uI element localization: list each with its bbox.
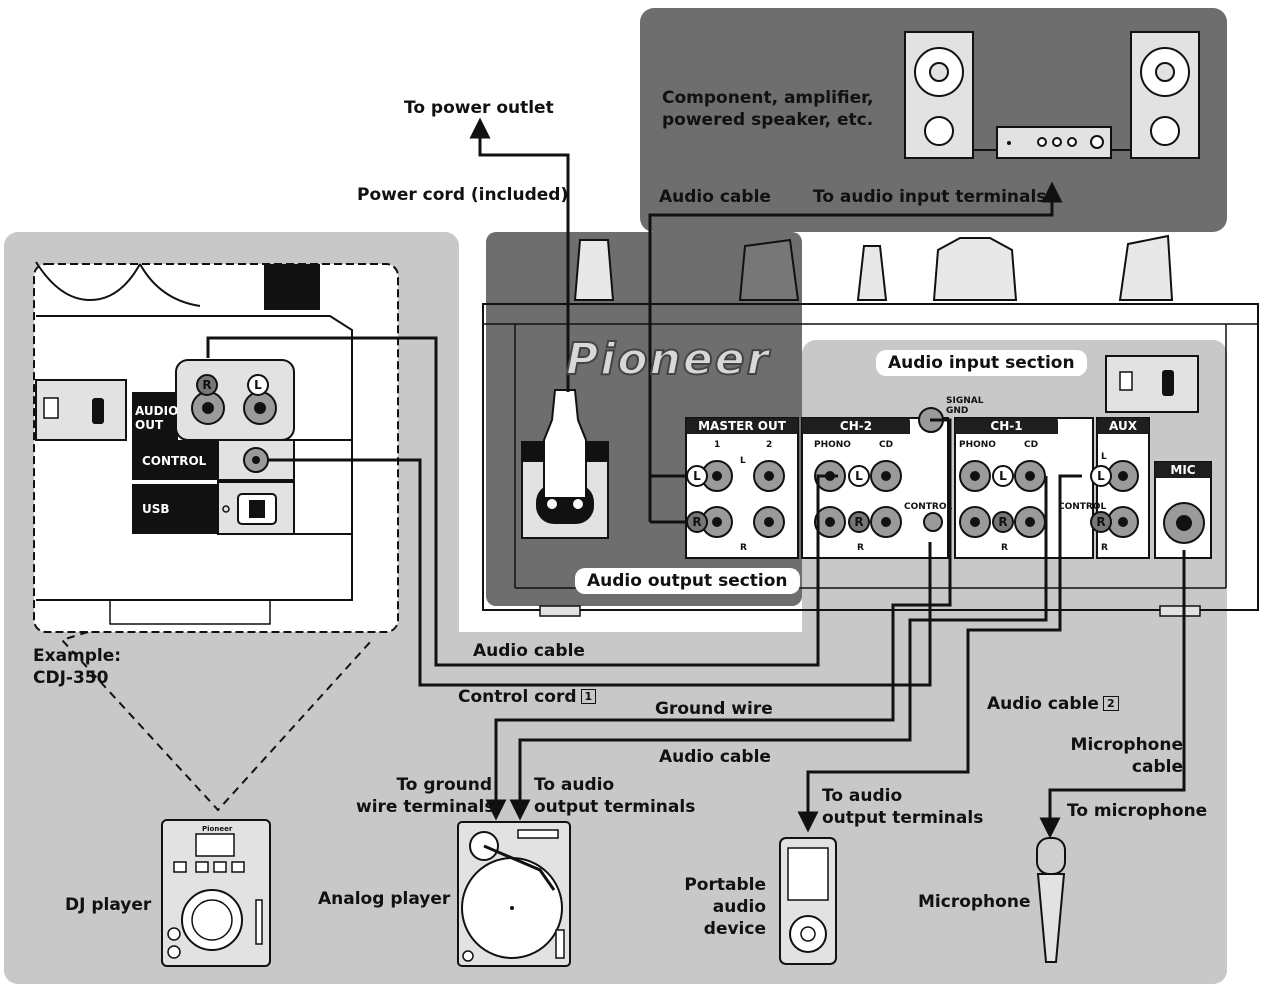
portable-player-icon xyxy=(779,837,837,965)
cdj-audio-out-label: AUDIO OUT xyxy=(135,404,179,432)
mic-header: MIC xyxy=(1155,462,1211,478)
plug-ch1-r: R xyxy=(992,511,1014,533)
audio-cable-2-number: 2 xyxy=(1102,696,1119,711)
ch1-header: CH-1 xyxy=(955,418,1058,434)
cdj-control-label: CONTROL xyxy=(142,454,207,468)
label-example: Example: CDJ-350 xyxy=(33,646,122,688)
label-to-audio-output-1: To audio output terminals xyxy=(534,775,696,817)
cdj-usb-label: USB xyxy=(142,502,170,516)
aux-header: AUX xyxy=(1097,418,1149,434)
dj-player-brand: Pioneer xyxy=(202,825,233,833)
label-power-outlet: To power outlet xyxy=(404,98,554,118)
label-audio-cable-top: Audio cable xyxy=(659,187,771,207)
aux-l-label: L xyxy=(1101,452,1107,462)
lock-icon xyxy=(1105,355,1199,413)
plug-ch2-l: L xyxy=(848,465,870,487)
label-dj-player: DJ player xyxy=(65,895,152,915)
signal-gnd-label: SIGNAL GND xyxy=(946,396,984,416)
label-component: Component, amplifier, powered speaker, e… xyxy=(662,88,874,130)
plug-master-r: R xyxy=(686,511,708,533)
audio-cable-2-text: Audio cable xyxy=(987,694,1099,714)
plug-aux-l: L xyxy=(1090,465,1112,487)
label-power-cord: Power cord (included) xyxy=(357,185,569,205)
label-to-ground-wire: To ground wire terminals xyxy=(356,775,495,817)
label-ground-wire: Ground wire xyxy=(655,699,773,719)
label-to-microphone: To microphone xyxy=(1067,801,1208,821)
ch1-cd-label: CD xyxy=(1024,440,1039,450)
turntable-icon xyxy=(457,821,571,967)
plug-ch2-r: R xyxy=(848,511,870,533)
ch2-header: CH-2 xyxy=(802,418,910,434)
mixer-brand-logo: Pioneer xyxy=(565,333,771,386)
control-cord-number: 1 xyxy=(580,689,597,704)
ch2-r-label: R xyxy=(857,543,864,553)
aux-r-label: R xyxy=(1101,543,1108,553)
master-l-label: L xyxy=(740,456,746,466)
label-analog-player: Analog player xyxy=(318,889,451,909)
audio-input-section-tag: Audio input section xyxy=(876,350,1087,376)
cdj-jack-r: R xyxy=(196,374,218,396)
audio-output-section-tag: Audio output section xyxy=(575,568,800,594)
ch2-cd-label: CD xyxy=(879,440,894,450)
label-microphone-cable: Microphone cable xyxy=(1070,735,1183,777)
label-to-audio-output-2: To audio output terminals xyxy=(822,786,984,828)
cables xyxy=(206,117,1186,839)
microphone-icon xyxy=(1036,837,1066,963)
mixer-control-label-2: CONTROL xyxy=(1058,502,1107,512)
speaker-icon xyxy=(1130,31,1200,159)
amplifier-icon xyxy=(996,126,1112,159)
speaker-icon xyxy=(904,31,974,159)
label-portable-audio: Portable audio device xyxy=(684,875,766,939)
label-audio-cable-mid: Audio cable xyxy=(473,641,585,661)
plug-master-l: L xyxy=(686,465,708,487)
master-2-label: 2 xyxy=(766,440,773,450)
ch1-r-label: R xyxy=(1001,543,1008,553)
power-plug-icon xyxy=(521,389,609,539)
label-audio-input-terminals: To audio input terminals xyxy=(813,187,1047,207)
label-microphone: Microphone xyxy=(918,892,1031,912)
control-cord-text: Control cord xyxy=(458,687,577,707)
plug-ch1-l: L xyxy=(992,465,1014,487)
plug-aux-r: R xyxy=(1090,511,1112,533)
master-r-label: R xyxy=(740,543,747,553)
label-audio-cable-low: Audio cable xyxy=(659,747,771,767)
mixer-knobs xyxy=(573,234,1174,301)
cdj-rear-panel xyxy=(33,261,399,812)
master-1-label: 1 xyxy=(714,440,721,450)
ch2-phono-label: PHONO xyxy=(814,440,851,450)
cdj-jack-l: L xyxy=(247,374,269,396)
dj-player-icon xyxy=(161,819,271,967)
master-out-header: MASTER OUT xyxy=(686,418,798,434)
ch1-phono-label: PHONO xyxy=(959,440,996,450)
mixer-control-label: CONTROL xyxy=(904,502,953,512)
